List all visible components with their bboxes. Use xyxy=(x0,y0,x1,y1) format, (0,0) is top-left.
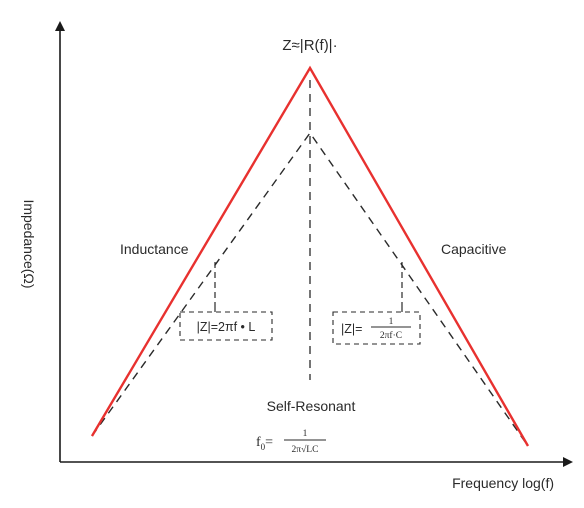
resonant-formula-f: f xyxy=(256,435,261,450)
peak-label-suffix: · xyxy=(333,37,338,54)
peak-label-expr: |R(f)| xyxy=(300,37,333,54)
capacitive-formula-denominator: 2πf·C xyxy=(380,330,402,341)
resonant-formula-eq: = xyxy=(265,435,273,450)
center-label: Self-Resonant xyxy=(267,398,356,414)
peak-label-prefix: Z≈ xyxy=(282,37,299,54)
resonant-formula-denominator: 2π√LC xyxy=(292,444,319,455)
resonant-formula-sub: 0 xyxy=(261,442,266,452)
impedance-curve xyxy=(90,65,530,447)
capacitive-formula-box xyxy=(332,311,421,345)
x-axis-label: Frequency log(f) xyxy=(452,475,554,491)
resonant-formula-lhs: f0= xyxy=(256,435,273,452)
inductive-formula-box xyxy=(179,311,273,341)
inductive-formula: |Z|=2πf • L xyxy=(197,320,256,334)
resonant-formula-numerator: 1 xyxy=(303,429,308,439)
capacitive-formula-prefix: |Z|= xyxy=(341,322,362,336)
capacitive-formula-numerator: 1 xyxy=(389,317,394,327)
left-region-label: Inductance xyxy=(120,241,189,257)
right-region-label: Capacitive xyxy=(441,241,507,257)
peak-label: Z≈|R(f)|· xyxy=(282,37,337,54)
y-axis-label: Impedance(Ω) xyxy=(21,199,37,288)
